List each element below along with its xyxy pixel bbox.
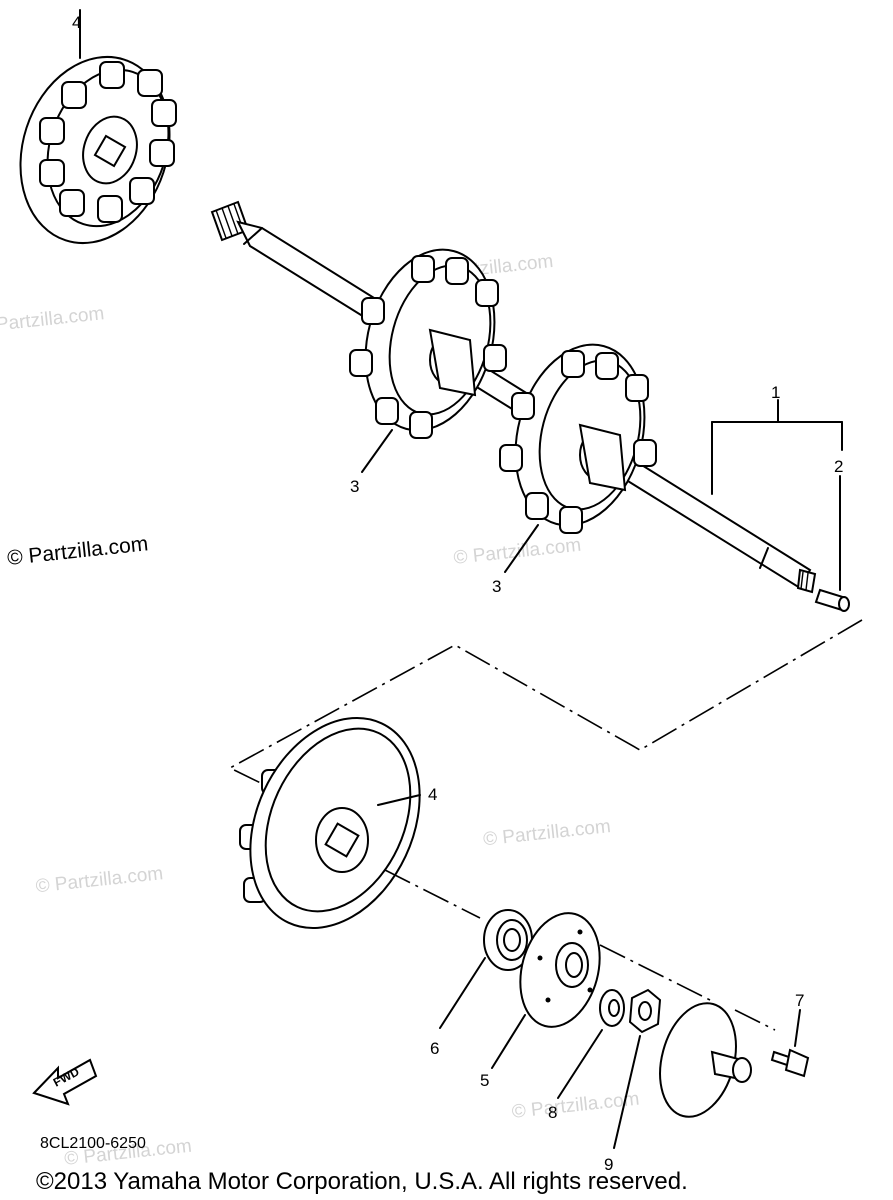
callout-1-bracket xyxy=(711,399,843,495)
fwd-arrow-icon: FWD xyxy=(32,1058,98,1106)
part-8-washer xyxy=(557,989,625,1099)
part-4-lower-sprocket xyxy=(239,716,421,930)
part-3-sprocket-b xyxy=(499,343,657,573)
callout-9: 9 xyxy=(604,1155,613,1174)
part-5-bearing-housing xyxy=(491,912,601,1069)
assembly-center-line-lower xyxy=(384,869,776,1031)
callout-4-top: 4 xyxy=(72,13,81,32)
part-3-sprocket-a xyxy=(349,248,507,473)
watermark-5: © Partzilla.com xyxy=(482,816,612,850)
callout-1: 1 xyxy=(771,383,780,402)
watermark-4: © Partzilla.com xyxy=(35,863,165,897)
callout-3-a: 3 xyxy=(350,477,359,496)
callout-4-lower: 4 xyxy=(428,785,437,804)
watermark-3: © Partzilla.com xyxy=(453,535,583,569)
part-7-hub-cover xyxy=(659,1002,810,1118)
part-9-nut xyxy=(613,988,662,1149)
callout-8: 8 xyxy=(548,1103,557,1122)
callout-2: 2 xyxy=(834,457,843,476)
part-2-shaft-plug xyxy=(814,475,850,612)
callout-6: 6 xyxy=(430,1039,439,1058)
assembly-center-line xyxy=(228,619,863,791)
watermark-1: © Partzilla.com xyxy=(0,303,105,337)
diagram-code: 8CL2100-6250 xyxy=(40,1135,146,1152)
part-6-bearing xyxy=(439,909,533,1029)
callout-5: 5 xyxy=(480,1071,489,1090)
callout-7: 7 xyxy=(795,991,804,1010)
callout-3-b: 3 xyxy=(492,577,501,596)
watermark-dark: © Partzilla.com xyxy=(6,532,149,570)
part-4-top-sprocket xyxy=(19,9,177,245)
copyright-notice: ©2013 Yamaha Motor Corporation, U.S.A. A… xyxy=(36,1168,688,1195)
